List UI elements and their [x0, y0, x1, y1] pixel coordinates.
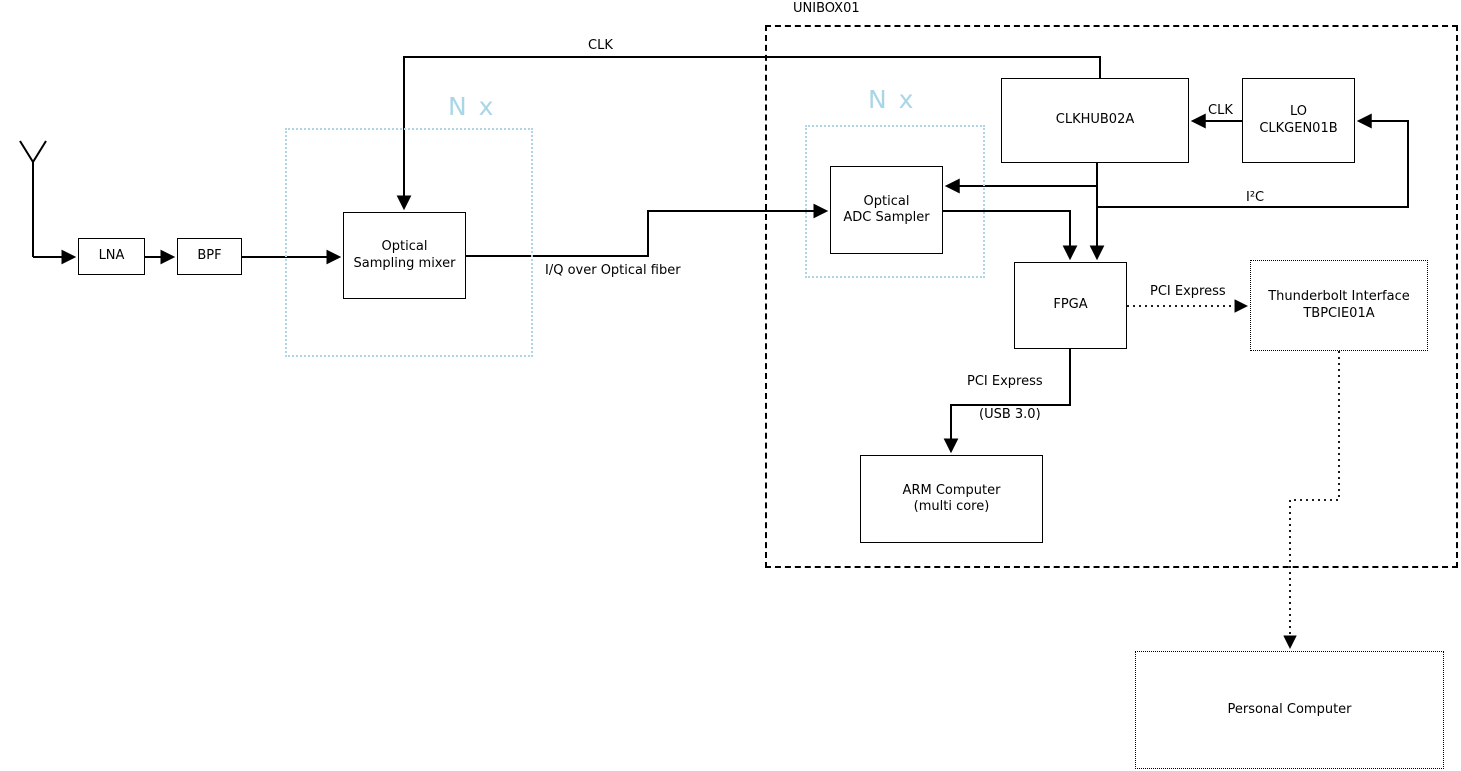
- unibox-container: [765, 25, 1458, 568]
- wire-mixer-adc: [466, 203, 829, 257]
- block-personal-computer: Personal Computer: [1135, 651, 1444, 769]
- block-optical-adc-sampler: Optical ADC Sampler: [830, 166, 943, 254]
- label-pci-express-tb: PCI Express: [1150, 284, 1226, 299]
- label-usb: (USB 3.0): [979, 407, 1041, 422]
- unibox-label: UNIBOX01: [793, 1, 860, 16]
- wire-fpga-arm: [943, 349, 1071, 454]
- wire-i2c-lo: [1097, 113, 1409, 208]
- label-clk-lo: CLK: [1208, 103, 1233, 118]
- block-bpf: BPF: [177, 238, 242, 275]
- block-thunderbolt-interface: Thunderbolt Interface TBPCIE01A: [1250, 260, 1428, 351]
- wire-clk-mixer: [396, 56, 1101, 211]
- label-pci-express-arm: PCI Express: [967, 374, 1043, 389]
- block-lna: LNA: [78, 238, 145, 275]
- block-arm-computer: ARM Computer (multi core): [860, 455, 1043, 543]
- block-lo-clkgen01b: LO CLKGEN01B: [1242, 78, 1355, 163]
- nx-left-container: [285, 128, 533, 357]
- antenna-icon: [19, 140, 47, 257]
- label-clk-top: CLK: [588, 38, 613, 53]
- label-iq-fiber: I/Q over Optical fiber: [545, 263, 681, 278]
- wire-thunderbolt-pc: [1283, 351, 1340, 650]
- nx-right-label: N x: [868, 85, 916, 114]
- block-clkhub02a: CLKHUB02A: [1001, 78, 1189, 163]
- nx-left-label: N x: [448, 92, 496, 121]
- label-i2c: I²C: [1246, 190, 1265, 205]
- block-optical-sampling-mixer: Optical Sampling mixer: [343, 212, 466, 299]
- wire-adc-fpga: [943, 210, 1078, 261]
- nx-right-container: [805, 125, 985, 278]
- block-fpga: FPGA: [1014, 262, 1127, 349]
